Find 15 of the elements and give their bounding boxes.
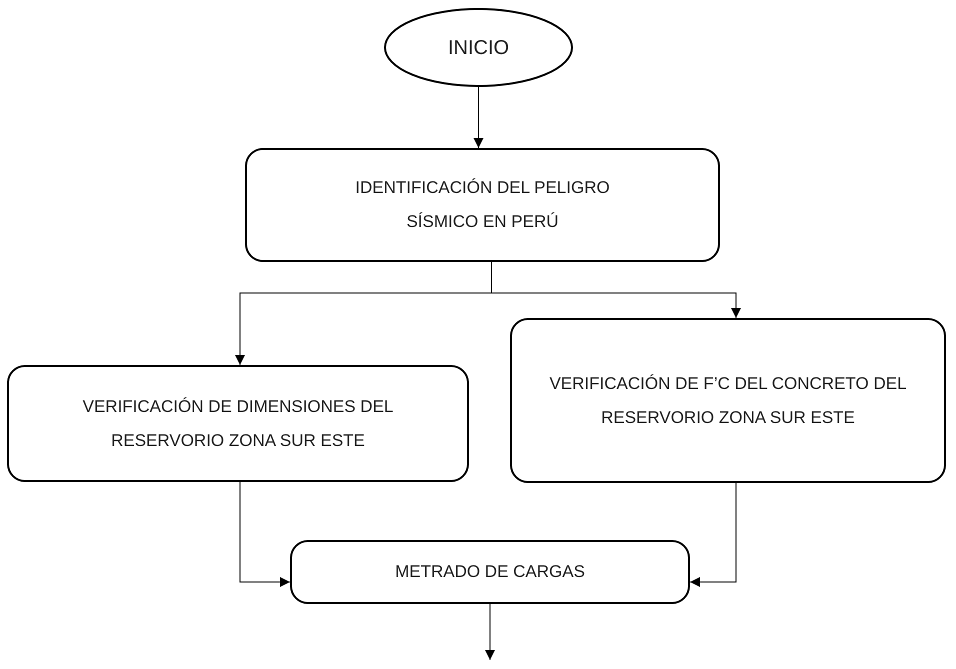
- process-box: [290, 540, 690, 604]
- arrow: [485, 604, 495, 660]
- arrow: [474, 86, 484, 148]
- process-box: [245, 148, 720, 262]
- node-text: METRADO DE CARGAS: [395, 561, 585, 583]
- arrow: [690, 482, 736, 587]
- arrow: [240, 482, 290, 587]
- node-text: VERIFICACIÓN DE F’C DEL CONCRETO DEL RESERVORIO ZONA SUR ESTE: [548, 372, 908, 428]
- start-ellipse: [384, 8, 573, 87]
- node-text: INICIO: [448, 36, 510, 60]
- process-box: [510, 318, 946, 483]
- process-box: [7, 365, 469, 482]
- node-text: VERIFICACIÓN DE DIMENSIONES DEL RESERVORIO ZONA SUR ESTE: [82, 396, 394, 452]
- node-text: IDENTIFICACIÓN DEL PELIGRO SÍSMICO EN PERÚ: [354, 177, 611, 233]
- arrow: [491, 262, 741, 318]
